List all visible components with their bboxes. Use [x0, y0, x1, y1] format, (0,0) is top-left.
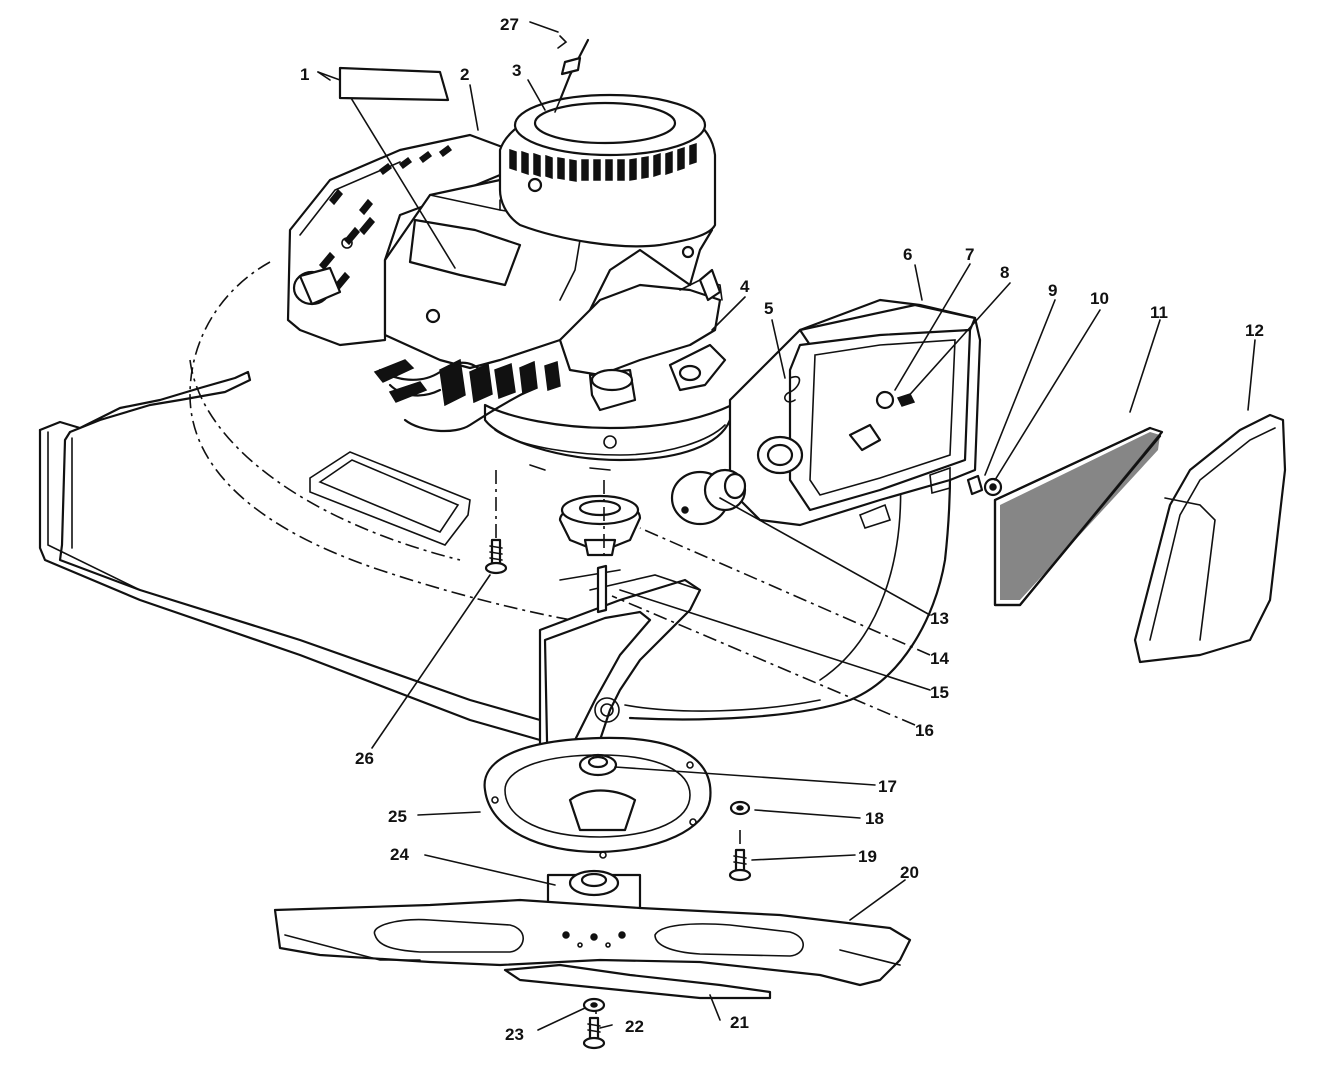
blade-assembly: [273, 470, 912, 1050]
callout-2: 2: [460, 65, 469, 84]
callout-12: 12: [1245, 321, 1264, 340]
callout-21: 21: [730, 1013, 749, 1032]
callout-23: 23: [505, 1025, 524, 1044]
foam-element-texture: [1000, 432, 1160, 600]
throttle-cable-27: [554, 35, 590, 113]
callout-20: 20: [900, 863, 919, 882]
callout-26: 26: [355, 749, 374, 768]
callout-7: 7: [965, 245, 974, 264]
callout-15: 15: [930, 683, 949, 702]
callout-8: 8: [1000, 263, 1009, 282]
callout-19: 19: [858, 847, 877, 866]
callout-labels: 1 2 3 4 5 6 7 8 9 10 11 12 13 14 15 16 1…: [300, 15, 1264, 1044]
air-cleaner-assembly: [670, 298, 1287, 664]
callout-6: 6: [903, 245, 912, 264]
leader-lines: [317, 21, 1256, 1031]
callout-25: 25: [388, 807, 407, 826]
callout-4: 4: [740, 277, 750, 296]
callout-1: 1: [300, 65, 309, 84]
callout-18: 18: [865, 809, 884, 828]
callout-9: 9: [1048, 281, 1057, 300]
callout-14: 14: [930, 649, 949, 668]
callout-22: 22: [625, 1017, 644, 1036]
callout-11: 11: [1150, 303, 1168, 322]
callout-16: 16: [915, 721, 934, 740]
callout-27: 27: [500, 15, 519, 34]
callout-13: 13: [930, 609, 949, 628]
callout-17: 17: [878, 777, 897, 796]
callout-24: 24: [390, 845, 409, 864]
callout-3: 3: [512, 61, 521, 80]
callout-10: 10: [1090, 289, 1109, 308]
callout-5: 5: [764, 299, 773, 318]
engine-assembly: [286, 93, 734, 471]
